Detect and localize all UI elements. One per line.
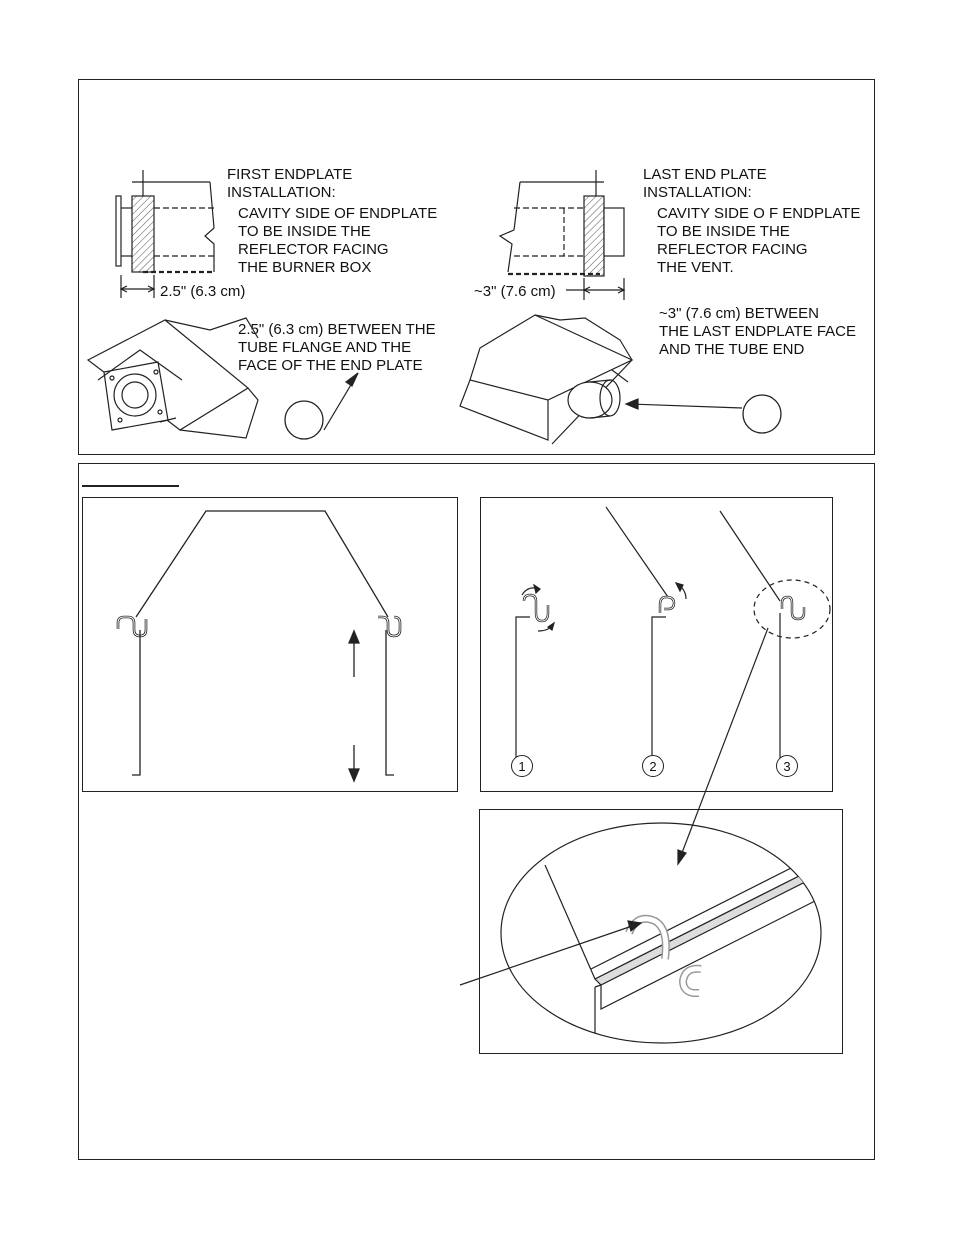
last-endplate-section-view <box>498 170 626 300</box>
last-endplate-note-3: AND THE TUBE END <box>659 341 805 358</box>
last-callout-circle <box>742 394 782 434</box>
last-endplate-desc-2: TO BE INSIDE THE <box>657 223 790 240</box>
step-2-hook <box>605 506 687 773</box>
hook-detail-drawing <box>500 822 822 1044</box>
first-endplate-desc-1: CAVITY SIDE OF ENDPLATE <box>238 205 438 222</box>
last-endplate-note-2: THE LAST ENDPLATE FACE <box>659 323 856 340</box>
first-callout-circle <box>284 400 324 440</box>
first-endplate-desc-2: TO BE INSIDE THE <box>238 223 371 240</box>
first-endplate-note-3: FACE OF THE END PLATE <box>238 357 423 374</box>
step-3-marker: 3 <box>776 755 798 777</box>
reflector-hang-drawing <box>116 510 402 783</box>
last-endplate-iso-view <box>459 314 634 445</box>
first-endplate-section-view <box>115 170 215 298</box>
last-endplate-title-1: LAST END PLATE <box>643 166 767 183</box>
first-endplate-title-2: INSTALLATION: <box>227 184 336 201</box>
last-endplate-title-2: INSTALLATION: <box>643 184 752 201</box>
last-note-pointer <box>629 403 743 409</box>
endplate-installation-panel <box>78 79 875 455</box>
first-endplate-dimension: 2.5" (6.3 cm) <box>160 283 246 300</box>
first-endplate-iso-view <box>86 317 259 439</box>
first-endplate-desc-4: THE BURNER BOX <box>238 259 372 276</box>
first-endplate-desc-3: REFLECTOR FACING <box>238 241 389 258</box>
step-1-marker: 1 <box>511 755 533 777</box>
endplate-drawings <box>86 170 782 445</box>
step-1-hook <box>515 583 556 773</box>
step-2-marker: 2 <box>642 755 664 777</box>
last-endplate-desc-1: CAVITY SIDE O F ENDPLATE <box>657 205 861 222</box>
step-3-hook <box>719 510 831 773</box>
reflector-hang-frame <box>82 497 458 792</box>
last-endplate-note-1: ~3" (7.6 cm) BETWEEN <box>659 305 819 322</box>
hook-steps-drawing <box>515 506 831 773</box>
section-underline <box>82 485 179 487</box>
first-endplate-note-2: TUBE FLANGE AND THE <box>238 339 412 356</box>
first-endplate-title-1: FIRST ENDPLATE <box>227 166 353 183</box>
last-endplate-desc-3: REFLECTOR FACING <box>657 241 808 258</box>
last-endplate-desc-4: THE VENT. <box>657 259 734 276</box>
hanger-installation-panel <box>78 463 875 1160</box>
last-endplate-dimension: ~3" (7.6 cm) <box>474 283 556 300</box>
first-endplate-note-1: 2.5" (6.3 cm) BETWEEN THE <box>238 321 436 338</box>
hook-steps-frame <box>480 497 833 792</box>
